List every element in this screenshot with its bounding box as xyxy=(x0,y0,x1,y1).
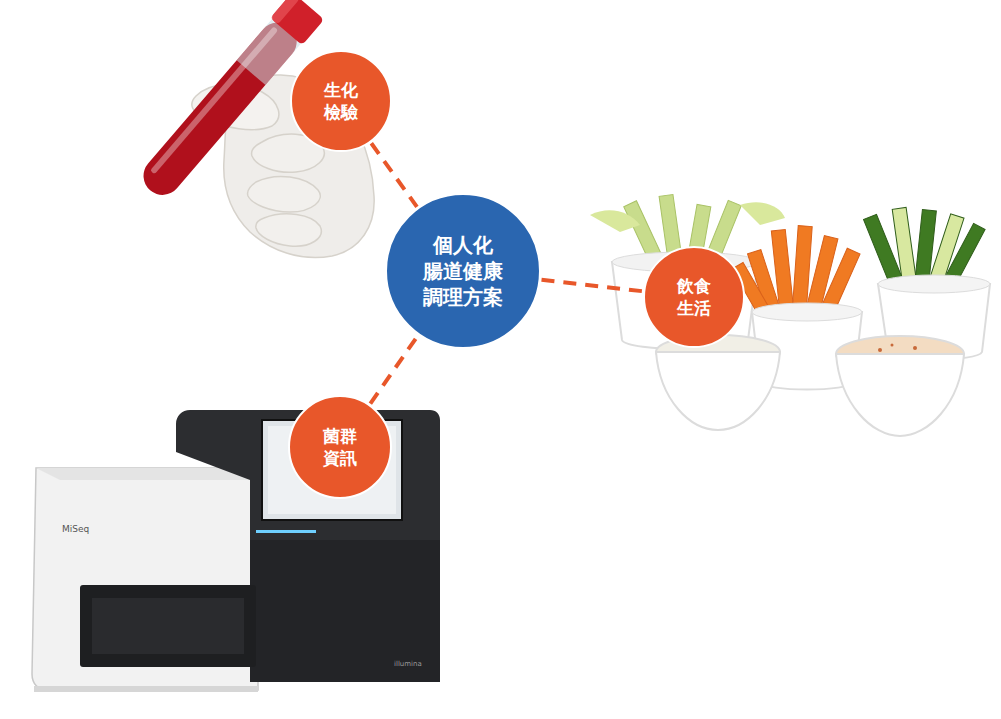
text-group: 個人化 腸道健康 調理方案 xyxy=(422,232,505,310)
glove-fingers-part xyxy=(247,176,320,212)
circle-shape xyxy=(288,395,392,499)
dip-bowls-part xyxy=(913,346,917,350)
glove-fingers-part xyxy=(256,214,321,246)
dip-bowls xyxy=(656,335,964,436)
sequencer-part xyxy=(80,585,256,667)
dashed-connector xyxy=(371,143,417,207)
celery-bowl-part xyxy=(590,210,640,232)
center-circle: 個人化 腸道健康 調理方案 xyxy=(385,193,541,349)
device-brand: MiSeq xyxy=(62,524,89,534)
celery-bowl-part xyxy=(740,202,785,225)
sequencer-part xyxy=(256,530,316,533)
test-tube-part xyxy=(136,15,305,203)
dip-bowls-part xyxy=(836,354,964,436)
test-tube-part xyxy=(270,0,300,24)
topic-circle: 菌群 資訊 xyxy=(288,395,392,499)
glove-fingers xyxy=(247,134,324,246)
node-label: 生化 檢驗 xyxy=(321,79,362,123)
cucumber-bowl-part xyxy=(878,275,990,293)
dip-bowls-part xyxy=(891,344,894,347)
node-label: 個人化 腸道健康 調理方案 xyxy=(422,232,505,310)
circle-fill xyxy=(291,51,391,151)
dip-bowls-part xyxy=(656,352,780,430)
dashed-connector xyxy=(370,336,417,404)
sequencer-part xyxy=(92,598,244,654)
text-group: 菌群 資訊 xyxy=(320,425,361,469)
node-label: 菌群 資訊 xyxy=(320,425,361,469)
circle-shape xyxy=(290,50,392,152)
sequencer-part xyxy=(34,686,258,692)
sequencer-part xyxy=(250,540,440,682)
circle-fill xyxy=(289,396,391,498)
text-group: 生化 檢驗 xyxy=(321,79,362,123)
circle-fill xyxy=(644,247,744,347)
topic-circle: 飲食 生活 xyxy=(643,246,745,348)
circle-fill xyxy=(386,194,540,348)
carrot-bowl-part xyxy=(752,303,862,321)
text-group: 飲食 生活 xyxy=(674,275,715,319)
sequencer-part xyxy=(32,468,258,690)
dip-bowls-part xyxy=(878,348,882,352)
circle-shape xyxy=(643,246,745,348)
test-tube-part xyxy=(270,0,324,45)
manufacturer-logo: illumina xyxy=(394,660,422,668)
dashed-connector xyxy=(542,280,643,291)
node-label: 飲食 生活 xyxy=(674,275,715,319)
topic-circle: 生化 檢驗 xyxy=(290,50,392,152)
